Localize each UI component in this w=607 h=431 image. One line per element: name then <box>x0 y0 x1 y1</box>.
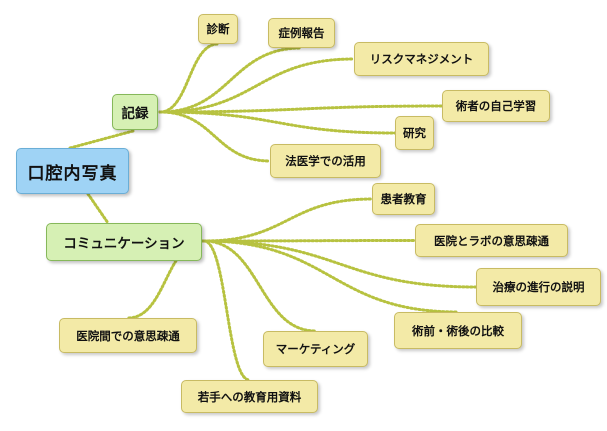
leaf-node-treatment-explanation[interactable]: 治療の進行の説明 <box>476 268 601 306</box>
leaf-node-junior-materials-label: 若手への教育用資料 <box>197 389 302 404</box>
connector-record-forensic <box>158 110 272 163</box>
leaf-node-research-label: 研究 <box>403 126 426 140</box>
connector-record-risk-management <box>158 57 356 114</box>
root-node[interactable]: 口腔内写真 <box>16 148 129 194</box>
connector-root-communication <box>86 192 110 225</box>
connector-communication-marketing <box>202 239 317 333</box>
connector-communication-before-after <box>202 239 460 314</box>
leaf-node-risk-management-label: リスクマネジメント <box>369 52 474 66</box>
leaf-node-clinic-lab-label: 医院とラボの意思疎通 <box>434 233 549 248</box>
leaf-node-diagnosis-label: 診断 <box>206 22 230 36</box>
connector-root-record <box>68 129 135 150</box>
leaf-node-forensic[interactable]: 法医学での活用 <box>270 144 381 178</box>
leaf-node-risk-management[interactable]: リスクマネジメント <box>354 42 489 76</box>
leaf-node-marketing[interactable]: マーケティング <box>263 331 368 367</box>
connector-communication-treatment-explanation <box>202 239 478 289</box>
leaf-node-before-after-label: 術前・術後の比較 <box>412 323 504 338</box>
leaf-node-forensic-label: 法医学での活用 <box>285 154 366 168</box>
leaf-node-self-study[interactable]: 術者の自己学習 <box>442 90 550 122</box>
leaf-node-junior-materials[interactable]: 若手への教育用資料 <box>181 380 318 413</box>
leaf-node-treatment-explanation-label: 治療の進行の説明 <box>492 280 585 294</box>
connector-record-case-report <box>158 46 303 114</box>
connector-record-self-study <box>158 104 444 114</box>
leaf-node-patient-education-label: 患者教育 <box>380 192 427 206</box>
leaf-node-inter-clinic-label: 医院間での意思疎通 <box>76 328 180 343</box>
branch-node-communication[interactable]: コミュニケーション <box>46 223 202 261</box>
leaf-node-case-report[interactable]: 症例報告 <box>268 18 335 48</box>
leaf-node-marketing-label: マーケティング <box>275 342 356 356</box>
leaf-node-inter-clinic[interactable]: 医院間での意思疎通 <box>59 318 197 353</box>
leaf-node-clinic-lab[interactable]: 医院とラボの意思疎通 <box>415 224 568 257</box>
connector-record-diagnosis <box>158 42 220 114</box>
connector-record-research <box>158 110 397 135</box>
branch-node-record[interactable]: 記録 <box>112 94 158 130</box>
leaf-node-case-report-label: 症例報告 <box>278 26 325 40</box>
leaf-node-diagnosis[interactable]: 診断 <box>198 14 238 44</box>
leaf-node-patient-education[interactable]: 患者教育 <box>372 183 435 215</box>
branch-node-communication-label: コミュニケーション <box>63 236 185 252</box>
connector-communication-patient-education <box>202 197 374 243</box>
root-node-label: 口腔内写真 <box>27 163 118 184</box>
leaf-node-before-after[interactable]: 術前・術後の比較 <box>394 312 522 349</box>
branch-node-record-label: 記録 <box>121 106 149 122</box>
leaf-node-self-study-label: 術者の自己学習 <box>455 99 537 113</box>
connector-communication-junior-materials <box>202 239 251 382</box>
leaf-node-research[interactable]: 研究 <box>395 116 434 150</box>
